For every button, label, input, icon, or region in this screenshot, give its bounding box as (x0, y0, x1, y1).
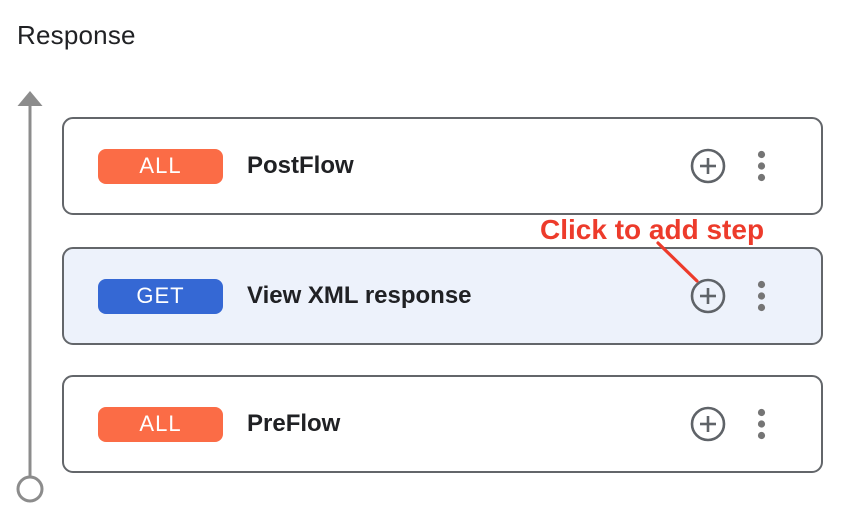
add-step-button[interactable] (689, 277, 727, 315)
add-step-button[interactable] (689, 405, 727, 443)
method-badge: ALL (98, 148, 223, 184)
method-badge: GET (98, 278, 223, 314)
kebab-menu-icon (757, 280, 765, 312)
more-options-button[interactable] (755, 147, 767, 185)
plus-circle-icon (690, 148, 726, 184)
flow-name: PreFlow (247, 410, 341, 437)
more-options-button[interactable] (755, 277, 767, 315)
annotation-click-to-add-step: Click to add step (540, 214, 765, 245)
arrowhead-up-icon (17, 91, 43, 106)
kebab-menu-icon (757, 150, 765, 182)
more-options-button[interactable] (755, 405, 767, 443)
add-step-button[interactable] (689, 147, 727, 185)
flow-card-postflow[interactable]: ALL PostFlow (62, 117, 823, 215)
plus-circle-icon (690, 278, 726, 314)
flow-card-view-xml-response[interactable]: GET View XML response (62, 247, 823, 345)
flow-direction-arrow (16, 91, 44, 503)
kebab-menu-icon (757, 408, 765, 440)
flow-name: View XML response (247, 282, 472, 309)
annotation-pointer-line (656, 241, 699, 283)
flow-name: PostFlow (247, 152, 354, 179)
panel-title: Response (17, 20, 136, 50)
flow-card-preflow[interactable]: ALL PreFlow (62, 375, 823, 473)
flow-origin-circle-icon (16, 475, 44, 503)
method-badge: ALL (98, 406, 223, 442)
plus-circle-icon (690, 406, 726, 442)
